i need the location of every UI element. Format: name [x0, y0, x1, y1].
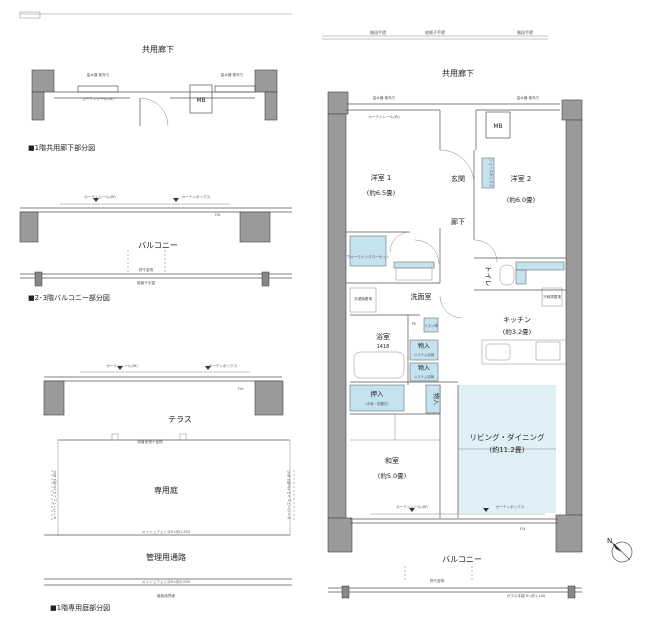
living-size: (約11.2畳): [489, 445, 524, 454]
meter-box-label-1: 量水器 散布ち: [87, 72, 110, 77]
toilet-name: トイレ: [484, 266, 492, 287]
hanger-floor-label: 床置型物干金物: [137, 439, 163, 444]
washer-label: 洗濯機置場: [354, 296, 372, 301]
walk-in-closet: [349, 235, 387, 267]
balcony-label-left: バルコニー: [138, 241, 178, 250]
meter-box-label-2: 量水器 散布ち: [221, 72, 244, 77]
path-label: 管理用通路: [146, 552, 186, 562]
balcony-label-main: バルコニー: [442, 555, 482, 564]
linen-label: リネン庫: [424, 323, 438, 328]
closet-box: [349, 384, 405, 412]
living-name: リビング・ダイニング: [470, 432, 545, 442]
glass-rail-label: ガラス手摺 H=約1,100: [507, 593, 546, 598]
fridge-box: [515, 269, 527, 285]
compass-letter: N: [607, 537, 612, 545]
shoebox: [481, 157, 495, 189]
bedroom1-size: (約6.5畳): [367, 188, 395, 197]
fix-label-2: FIX: [215, 213, 221, 217]
mb-label-2: MB: [493, 123, 502, 130]
meter-box-label-4: 量水器 散布ち: [517, 95, 540, 100]
garden-1f-drawing: カーテンレール(W) カーテンボックス FIX 床置型物干金物 ルーバーフェンス…: [43, 363, 295, 598]
fix-label-5: FIX: [520, 527, 526, 531]
curtain-box-label-3: カーテンボックス: [209, 363, 238, 368]
bedroom1-name: 洋室 1: [371, 173, 392, 182]
storage-shelf: [393, 261, 435, 269]
corridor-main-label: 共用廊下: [442, 68, 474, 78]
top-legend-3: 階段手摺: [517, 29, 533, 35]
interior-walls: [346, 110, 566, 518]
storage2-sub: システム収納: [414, 374, 435, 379]
entrance-name: 玄関: [451, 174, 465, 183]
mesh-fence-label-1: メッシュフェンスH=約1,200: [142, 529, 191, 534]
mesh-fence-label-2: メッシュフェンスH=約2,000: [142, 579, 191, 584]
kitchen-counter: [481, 339, 567, 365]
planting-note-label: 植栽境界線: [157, 593, 175, 598]
storage3-box: [425, 384, 441, 414]
toilet-fixture: [499, 264, 515, 286]
storage1-sub: システム収納: [414, 352, 435, 357]
storage1-name: 物入: [418, 342, 430, 350]
louver-label-left: ルーバーフェンス H=約1,800: [52, 470, 57, 520]
ps-label: PS: [412, 322, 417, 326]
hanger-label-main: 物干金物: [430, 578, 445, 583]
section-label-garden: ■1階専用庭部分図: [50, 603, 110, 612]
washroom-name: 洗面室: [411, 292, 432, 301]
kitchen-size: (約3.2畳): [503, 327, 531, 336]
storage2-box: [409, 362, 439, 382]
cooktop: [535, 341, 561, 361]
fridge-label: 冷蔵庫置場: [543, 294, 561, 299]
bathtub: [353, 351, 405, 379]
walk-in-label: ウォークインクローゼット: [346, 254, 390, 259]
hanger-label-2: 物干金物: [139, 267, 154, 272]
bedroom2-size: (約6.0畳): [507, 195, 535, 204]
bedroom2-name: 洋室 2: [511, 174, 532, 183]
section-label-balcony: ■2･3階バルコニー部分図: [28, 293, 110, 302]
sink-counter: [395, 267, 433, 281]
curtain-box-label-5: カーテンボックス: [496, 504, 525, 509]
linen-shelf: [423, 317, 439, 333]
curtain-rail-label-2: カーテンレール(W): [84, 194, 116, 199]
japanese-size: (約5.0畳): [378, 471, 406, 480]
garden-label: 専用庭: [154, 485, 178, 495]
bath-name: 浴室: [376, 332, 390, 341]
outer-walls: [327, 91, 583, 553]
hall-name: 廊下: [451, 217, 465, 226]
top-legend-1: 階段手摺: [370, 29, 386, 35]
japanese-name: 和室: [385, 456, 399, 465]
curtain-box-label-2: カーテンボックス: [182, 194, 211, 199]
fridge-space: [541, 287, 563, 307]
kitchen-name: キッチン: [503, 316, 531, 324]
mb-label-1: MB: [196, 97, 205, 104]
storage2-name: 物入: [418, 364, 430, 372]
corridor-top-label: 共用廊下: [142, 44, 174, 54]
curtain-rail-label-1: カーテンレール(W): [82, 96, 114, 101]
closet-name: 押入: [371, 389, 385, 398]
top-legend-2: 縦格子手摺: [425, 29, 445, 35]
balcony-23f-drawing: カーテンレール(W) カーテンボックス FIX 物干金物 縦格子手摺: [19, 194, 292, 287]
terrace-label: テラス: [168, 415, 192, 424]
compass-icon: N: [607, 537, 633, 563]
louver-label-right: ルーバーフェンス H=約1,800: [286, 470, 291, 520]
washer-space: [349, 287, 377, 313]
toilet-storage: [515, 261, 565, 271]
storage3-name: 物入: [432, 393, 440, 405]
fix-label-3: FIX: [238, 387, 244, 391]
section-label-corridor: ■1階共用廊下部分図: [28, 143, 95, 152]
storage1-box: [409, 339, 439, 361]
curtain-rail-label-3: カーテンレール(W): [106, 363, 138, 368]
corridor-1f-drawing: MB カーテンレール(W) 量水器 散布ち 量水器 散布ち: [31, 69, 278, 127]
shoebox-label: シューズボックス: [489, 159, 494, 188]
curtain-rail-label-5: カーテンレール(W): [396, 504, 428, 509]
handrail-label-2: 縦格子手摺: [137, 280, 155, 285]
curtain-rail-label-4: カーテンレール(W): [368, 114, 400, 119]
meter-box-label-3: 量水器 散布ち: [373, 95, 396, 100]
bath-size: 1418: [377, 344, 390, 350]
closet-sub: (中段・枕棚付): [366, 401, 390, 406]
kitchen-sink: [485, 343, 511, 361]
